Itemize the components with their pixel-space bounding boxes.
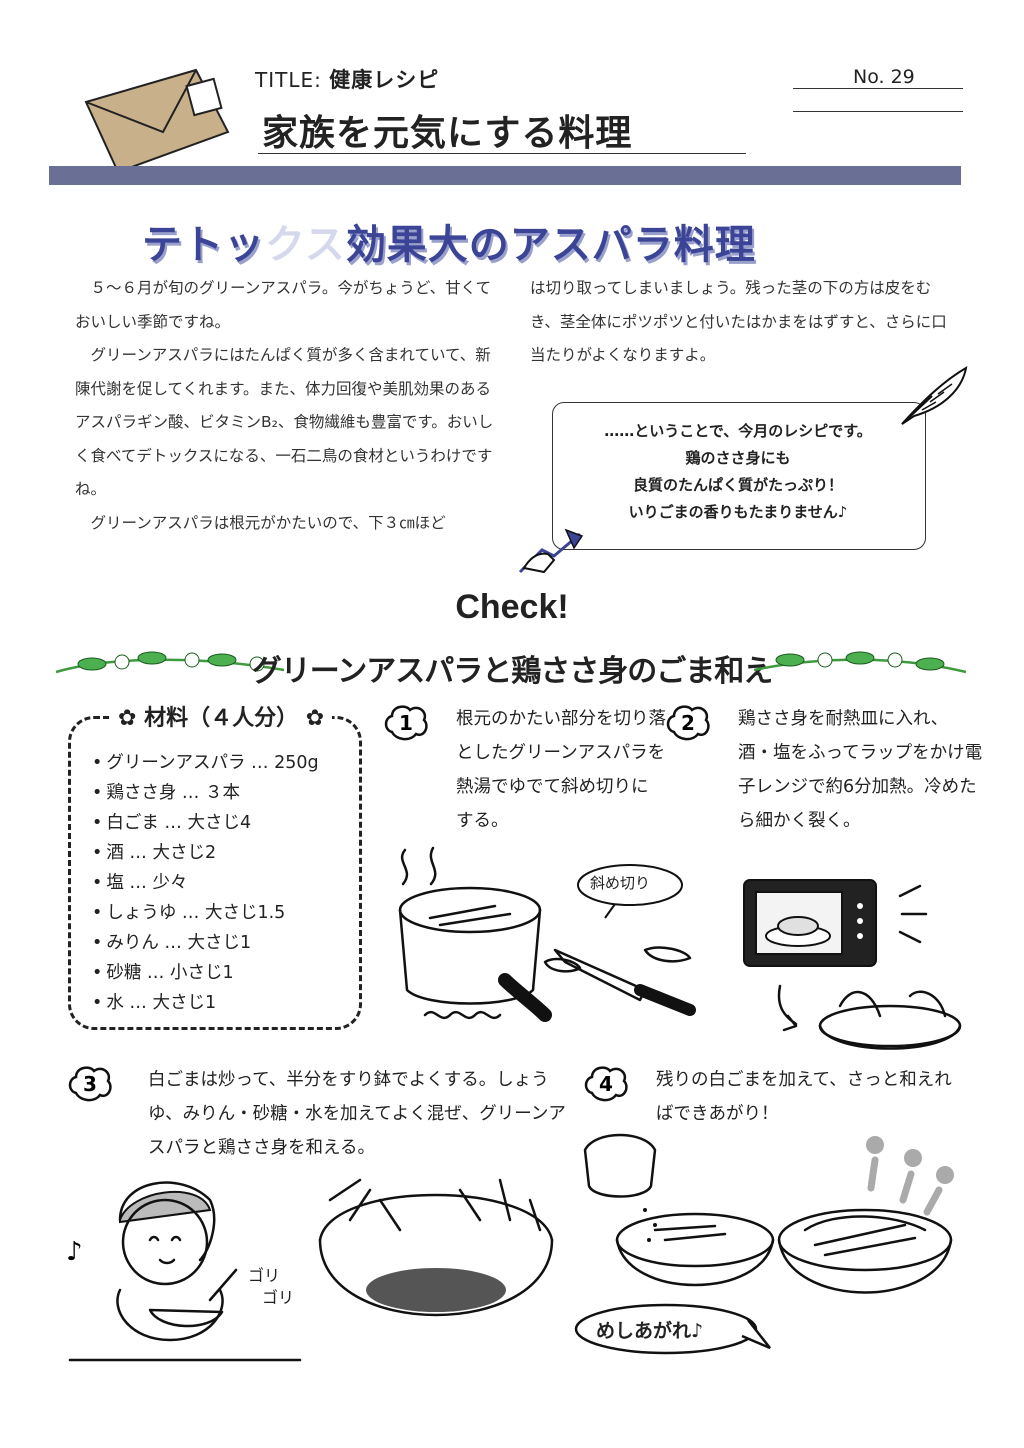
svg-text:1: 1 (399, 711, 413, 735)
check-label: Check! (455, 588, 569, 626)
article-left-column: ５～６月が旬のグリーンアスパラ。今がちょうど、甘くておいしい季節ですね。 グリー… (75, 272, 495, 540)
step-number: 3 (68, 1066, 112, 1102)
step-text: 残りの白ごまを加えて、さっと和えればできあがり！ (656, 1070, 952, 1124)
envelope-icon (84, 68, 230, 174)
list-item: しょうゆ … 大さじ1.5 (92, 898, 319, 928)
done-label: めしあがれ♪ (596, 1320, 704, 1342)
list-item: 鶏ささ身 … ３本 (92, 778, 319, 808)
step-text: 白ごまは炒って、半分をすり鉢でよくする。しょうゆ、みりん・砂糖・水を加えてよく混… (148, 1070, 566, 1158)
svg-text:4: 4 (599, 1072, 613, 1096)
step-number: 4 (584, 1066, 628, 1102)
step-number: 1 (384, 705, 428, 741)
vine-decoration-icon (753, 651, 967, 674)
article-paragraph: グリーンアスパラにはたんぱく質が多く含まれていて、新陳代謝を促してくれます。また… (75, 346, 494, 498)
woman-grinding-illustration: ♪ (66, 1181, 302, 1362)
callout-text: ……ということで、今月のレシピです。 鶏のささ身にも 良質のたんぱく質がたっぷり… (604, 422, 872, 521)
list-item: 塩 … 少々 (92, 868, 319, 898)
svg-text:♪: ♪ (66, 1237, 83, 1267)
speech-bubble (577, 864, 683, 919)
finished-dish-illustration (583, 1133, 954, 1294)
mixing-bowl-illustration (318, 1178, 554, 1317)
list-item: 白ごま … 大さじ4 (92, 808, 319, 838)
ingredients-title: ✿ 材料（４人分） ✿ (110, 700, 333, 732)
vine-decoration-icon (55, 651, 285, 674)
list-item: 酒 … 大さじ2 (92, 838, 319, 868)
issue-rule (793, 111, 963, 112)
page-title: 家族を元気にする料理 (262, 113, 633, 154)
headline: テトックス効果大のアスパラ料理 (142, 222, 756, 268)
article-right-column: は切り取ってしまいましょう。残った茎の下の方は皮をむき、茎全体にポツポツと付いた… (530, 272, 955, 373)
sound-effect: ゴリ (248, 1266, 281, 1285)
list-item: グリーンアスパラ … 250g (92, 748, 318, 778)
step-text: 根元のかたい部分を切り落としたグリーンアスパラを熱湯でゆでて斜め切りにする。 (456, 709, 666, 831)
issue-number: No. 29 (853, 66, 915, 88)
title-underline (258, 153, 746, 154)
quill-icon (901, 366, 968, 425)
recipe-title: グリーンアスパラと鶏ささ身のごま和え (251, 654, 774, 689)
boiling-pot-illustration (398, 846, 696, 1022)
step-text: 鶏ささ身を耐熱皿に入れ、酒・塩をふってラップをかけ電子レンジで約6分加熱。冷めた… (738, 709, 983, 831)
article-paragraph: ５～６月が旬のグリーンアスパラ。今がちょうど、甘くておいしい季節ですね。 (75, 279, 492, 331)
article-paragraph: グリーンアスパラは根元がかたいので、下３㎝ほど (90, 513, 446, 532)
list-item: 水 … 大さじ1 (92, 988, 319, 1018)
svg-text:3: 3 (83, 1072, 97, 1096)
ingredients-list: グリーンアスパラ … 250g 鶏ささ身 … ３本 白ごま … 大さじ4 酒 …… (92, 748, 319, 1018)
step-number: 2 (666, 705, 710, 741)
header-band (49, 166, 961, 185)
callout-box (552, 402, 926, 550)
svg-text:2: 2 (681, 711, 695, 735)
microwave-illustration (743, 879, 962, 1050)
sound-effect: ゴリ (262, 1288, 295, 1307)
issue-rule (793, 88, 963, 89)
list-item: みりん … 大さじ1 (92, 928, 319, 958)
bubble-text: 斜め切り (590, 874, 651, 892)
pointing-hand-icon (518, 528, 584, 574)
list-item: 砂糖 … 小さじ1 (92, 958, 319, 988)
title-label: TITLE: 健康レシピ (255, 68, 440, 92)
speech-bubble (574, 1303, 771, 1355)
article-paragraph: は切り取ってしまいましょう。残った茎の下の方は皮をむき、茎全体にポツポツと付いた… (530, 279, 947, 364)
